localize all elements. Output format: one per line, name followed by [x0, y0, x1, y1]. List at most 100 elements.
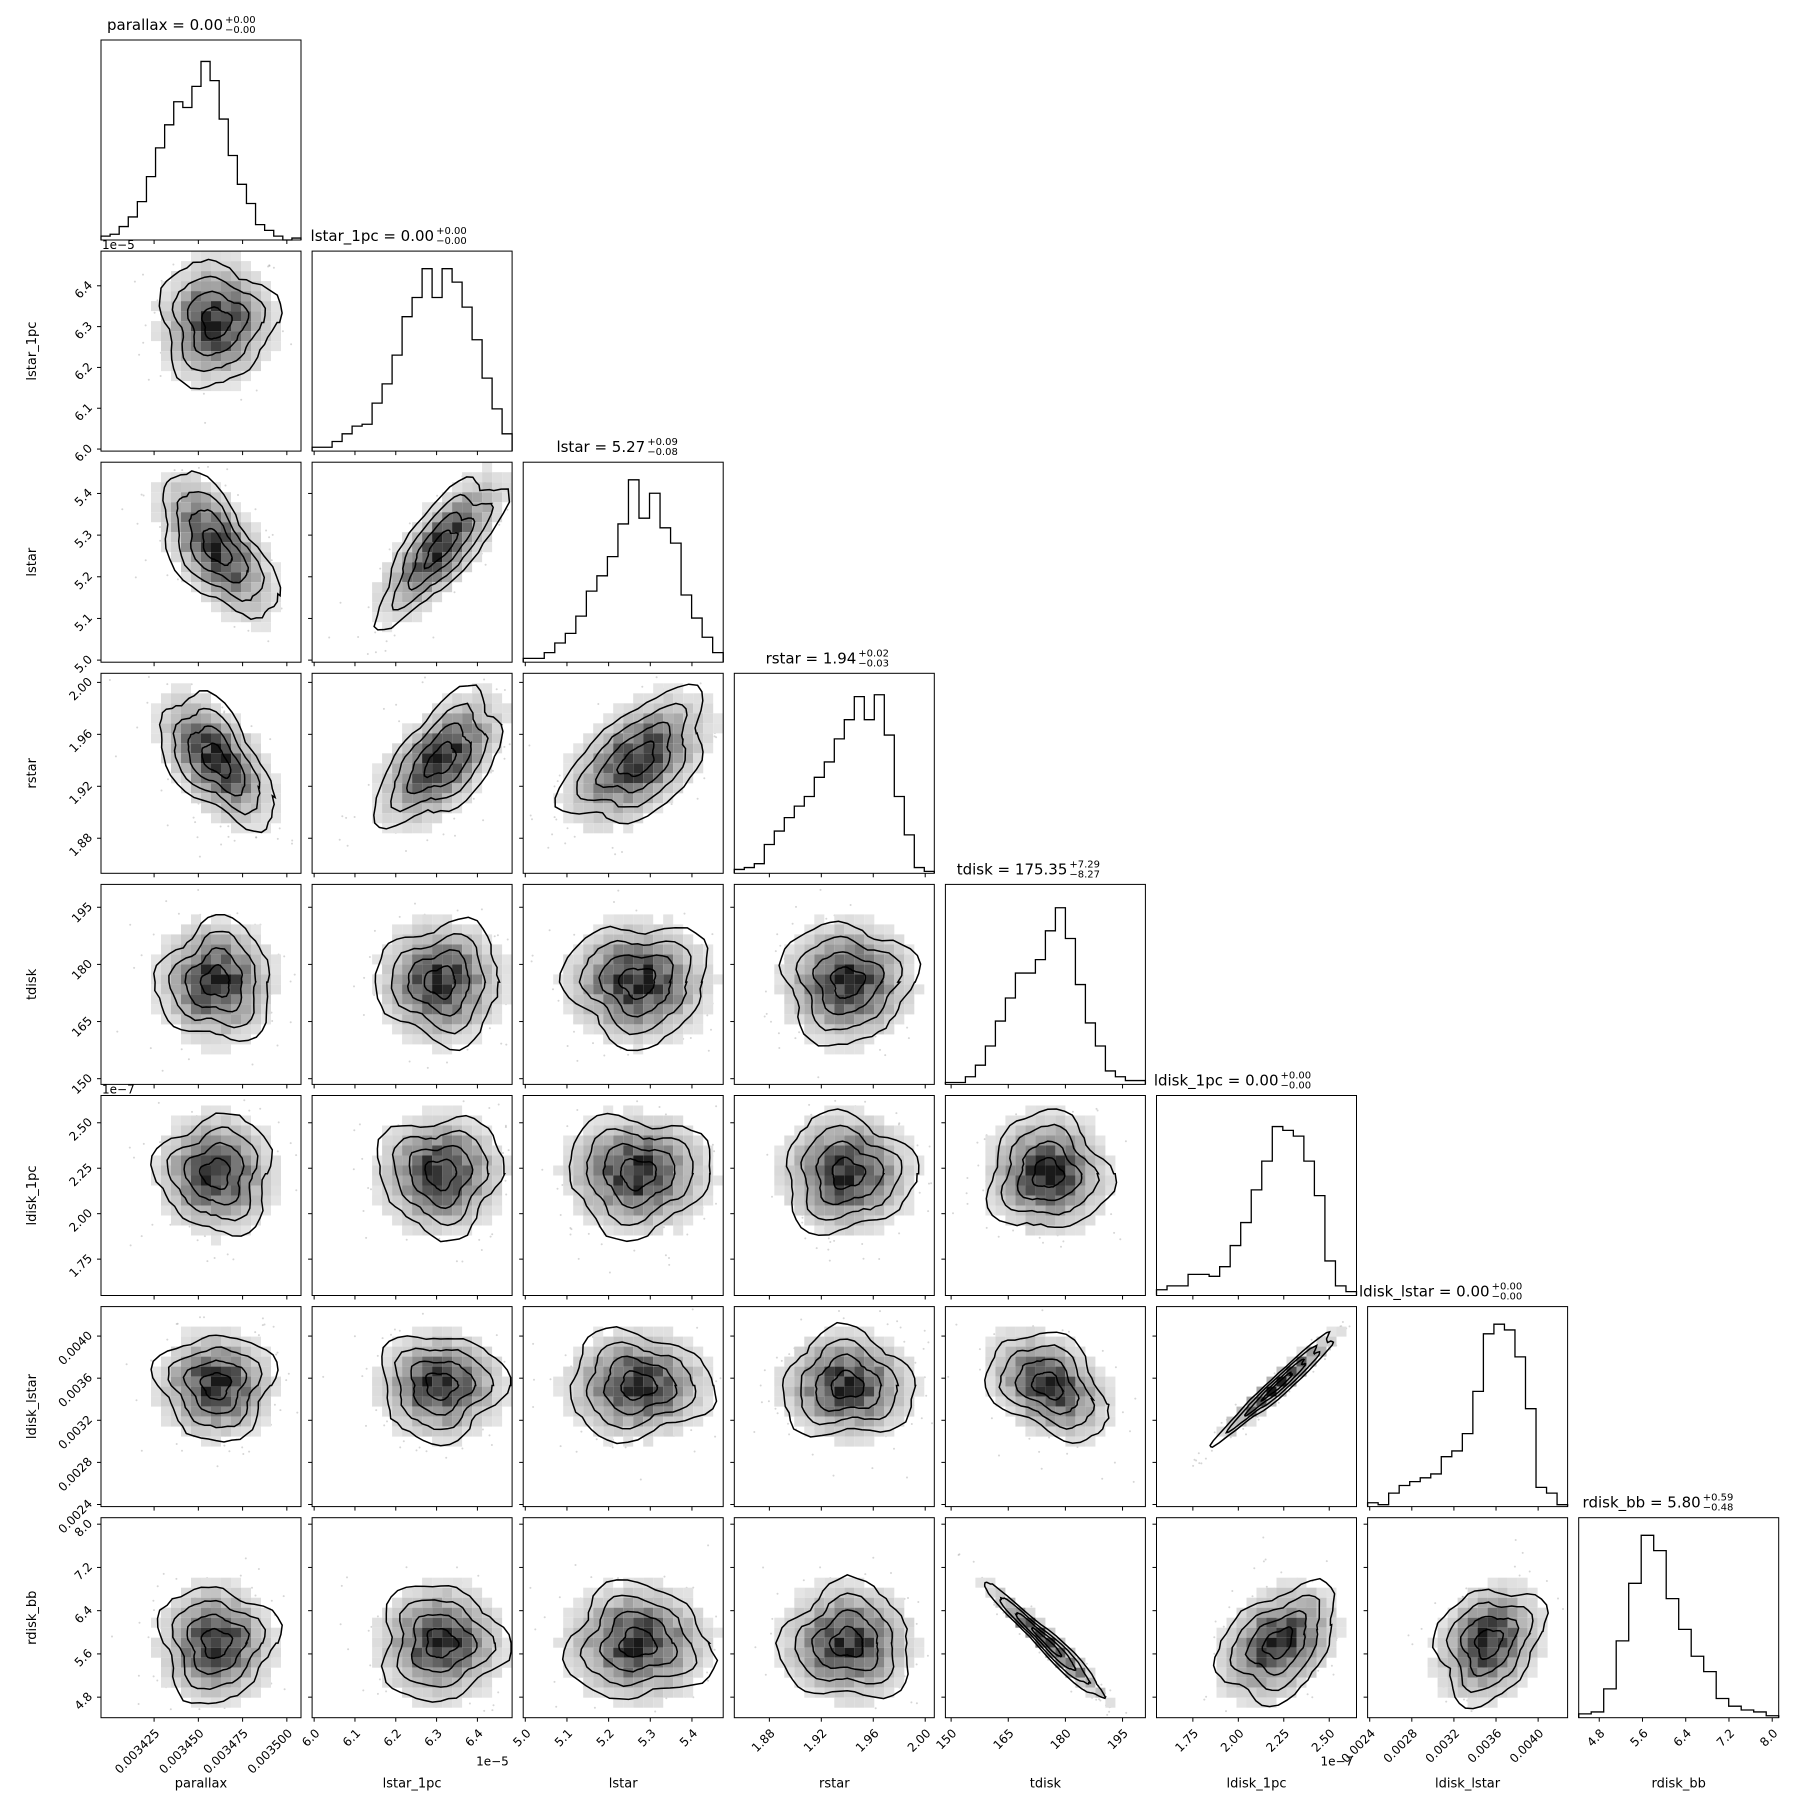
density-cell	[412, 974, 423, 985]
sample-point	[156, 299, 159, 302]
sample-point	[285, 1379, 288, 1382]
sample-point	[763, 1015, 766, 1018]
density-cell	[482, 974, 493, 985]
density-cell	[432, 532, 443, 543]
density-cell	[492, 482, 503, 493]
density-cell	[633, 914, 644, 925]
density-cell	[1095, 1135, 1106, 1146]
sample-point	[710, 1028, 712, 1031]
density-cell	[884, 1004, 895, 1015]
sample-point	[220, 843, 223, 846]
density-cell	[643, 1185, 654, 1196]
density-cell	[643, 1014, 654, 1025]
sample-point	[233, 625, 236, 628]
error-minus-lstar: −0.08	[647, 447, 678, 458]
sample-point	[530, 960, 533, 963]
density-cell	[191, 1195, 201, 1206]
density-cell	[603, 743, 614, 754]
panel-frame	[100, 672, 302, 874]
sample-point	[503, 689, 506, 691]
sample-point	[194, 821, 197, 824]
density-cell	[161, 1416, 171, 1427]
y-tick-label-rstar: 1.88	[66, 830, 95, 859]
contour-level-2	[602, 1142, 676, 1209]
density-cell	[462, 713, 473, 724]
density-cell	[784, 984, 795, 995]
density-cell	[171, 1215, 181, 1226]
density-cell	[271, 572, 281, 583]
density-cell	[864, 1225, 875, 1236]
density-cell	[382, 984, 393, 995]
density-cell	[442, 944, 453, 955]
density-cell	[623, 1105, 634, 1116]
density-cell	[271, 1185, 281, 1196]
density-cell	[251, 271, 261, 282]
density-cell	[613, 1165, 624, 1176]
density-cell	[231, 1205, 241, 1216]
y-tick-label-ldisk-1pc: 1.75	[66, 1251, 95, 1280]
density-cell	[151, 301, 161, 312]
density-cell	[583, 803, 594, 814]
density-cell	[181, 1004, 191, 1015]
density-cell	[573, 1185, 584, 1196]
contour-level-4	[158, 258, 283, 390]
histogram-lstar-1pc	[311, 268, 513, 452]
density-cell	[462, 783, 473, 794]
sample-point	[271, 1020, 274, 1022]
density-cell	[221, 733, 231, 744]
density-cell	[181, 994, 191, 1005]
density-cell	[462, 502, 473, 513]
density-cell	[623, 813, 634, 824]
density-cell	[221, 914, 231, 925]
density-cell	[251, 1185, 261, 1196]
error-plus-parallax: +0.00	[225, 15, 256, 26]
density-cell	[633, 984, 644, 995]
density-cell	[442, 693, 453, 704]
sample-point	[502, 1152, 504, 1154]
density-cell	[251, 622, 261, 633]
density-cell	[432, 703, 443, 714]
density-cell	[623, 944, 634, 955]
density-cell	[814, 1004, 825, 1015]
density-cell	[844, 954, 855, 965]
density-cell	[623, 1175, 634, 1186]
density-cell	[261, 552, 271, 563]
density-cell	[261, 1195, 271, 1206]
density-cell	[211, 291, 221, 302]
density-cell	[201, 1125, 211, 1136]
density-cell	[171, 733, 181, 744]
sample-point	[878, 1258, 881, 1260]
density-cell	[633, 1145, 644, 1156]
density-cell	[452, 974, 463, 985]
density-cell	[673, 1175, 684, 1186]
contour-level-3	[576, 702, 688, 808]
sample-point	[370, 1188, 372, 1191]
density-cell	[804, 994, 815, 1005]
density-cell	[221, 1215, 231, 1226]
density-cell	[171, 542, 181, 553]
density-cell	[844, 944, 855, 955]
density-cell	[633, 693, 644, 704]
density-cell	[613, 914, 624, 925]
density-cell	[673, 944, 684, 955]
sample-point	[817, 1076, 820, 1079]
contour-level-3	[175, 490, 266, 603]
density-cell	[392, 783, 403, 794]
sample-point	[223, 711, 226, 714]
density-cell	[181, 361, 191, 372]
sample-point	[268, 264, 271, 267]
density-cell	[593, 1185, 604, 1196]
density-cell	[402, 552, 413, 563]
density-cell	[623, 1034, 634, 1045]
density-cell	[181, 693, 191, 704]
density-cell	[171, 743, 181, 754]
sample-point	[213, 1257, 216, 1259]
density-cell	[784, 974, 795, 985]
contour-level-4	[158, 690, 277, 834]
density-cell	[663, 1205, 674, 1216]
density-cell	[241, 321, 251, 332]
density-cell	[412, 793, 423, 804]
density-cell	[211, 1024, 221, 1035]
density-cell	[593, 753, 604, 764]
density-cell	[653, 944, 664, 955]
